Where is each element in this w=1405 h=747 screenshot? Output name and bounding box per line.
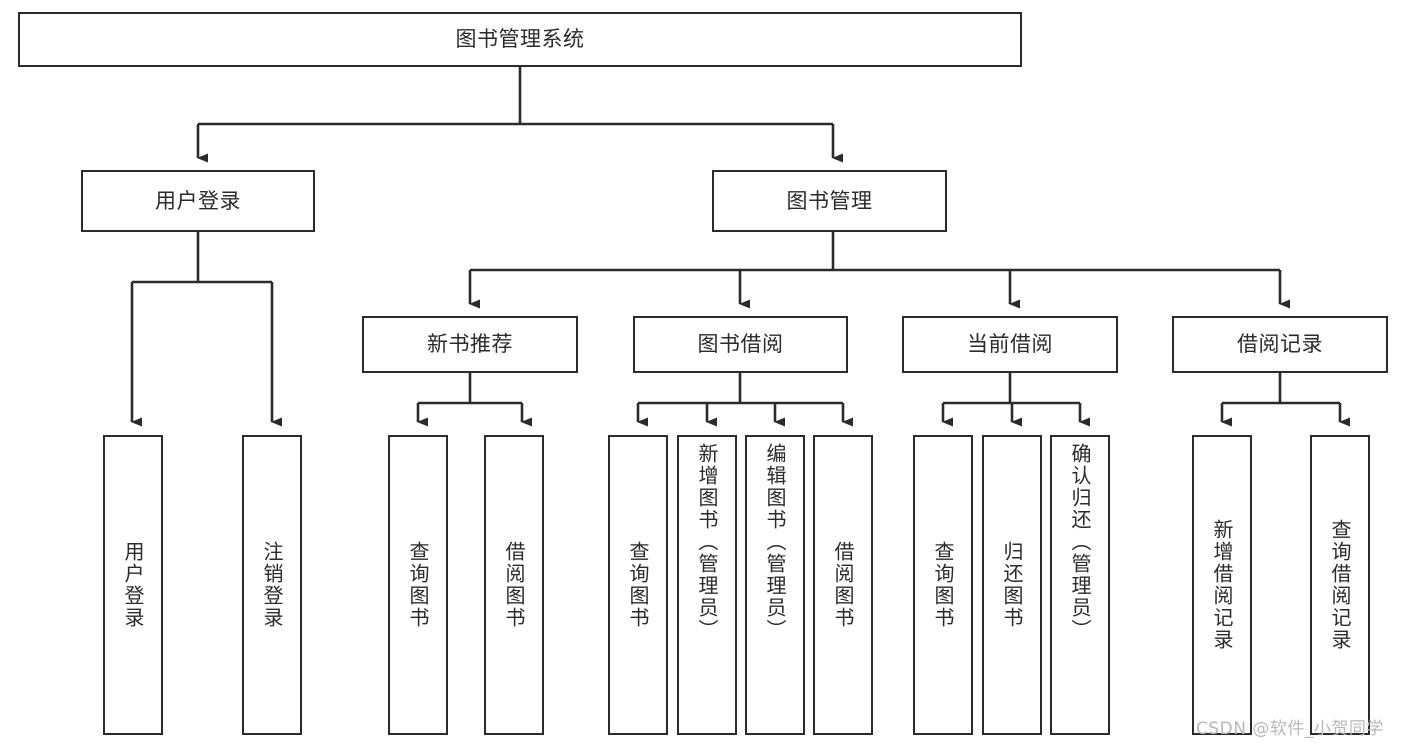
csdn-watermark: CSDN @软件_小贺同学 [1196,719,1384,739]
node-leaf-borrow-book-1[interactable]: 借阅图书 [484,435,544,735]
node-book-management-label: 图书管理 [786,188,873,213]
node-leaf-borrow-book-1-label: 借阅图书 [502,541,526,629]
node-leaf-user-login[interactable]: 用户登录 [103,435,163,735]
node-leaf-confirm-return[interactable]: 确认归还（管理员） [1050,435,1110,735]
node-book-management[interactable]: 图书管理 [712,170,947,232]
node-leaf-query-record-label: 查询借阅记录 [1328,519,1352,651]
node-user-login-label: 用户登录 [155,188,241,213]
node-leaf-logout-login-label: 注销登录 [260,541,284,629]
node-leaf-edit-book-label: 编辑图书（管理员） [763,443,787,641]
node-leaf-query-book-2-label: 查询图书 [626,541,650,629]
node-current-borrow[interactable]: 当前借阅 [902,316,1118,373]
node-leaf-add-record[interactable]: 新增借阅记录 [1192,435,1252,735]
node-borrow-record[interactable]: 借阅记录 [1172,316,1388,373]
node-leaf-return-book[interactable]: 归还图书 [982,435,1042,735]
node-root[interactable]: 图书管理系统 [18,12,1022,67]
node-leaf-query-book-2[interactable]: 查询图书 [608,435,668,735]
node-leaf-confirm-return-label: 确认归还（管理员） [1068,443,1092,641]
node-leaf-add-book-label: 新增图书（管理员） [695,443,719,641]
node-leaf-query-book-1-label: 查询图书 [406,541,430,629]
node-leaf-logout-login[interactable]: 注销登录 [242,435,302,735]
node-leaf-query-book-1[interactable]: 查询图书 [388,435,448,735]
node-book-borrow-label: 图书借阅 [697,332,784,357]
node-book-borrow[interactable]: 图书借阅 [633,316,848,373]
node-leaf-borrow-book-2[interactable]: 借阅图书 [813,435,873,735]
node-root-label: 图书管理系统 [455,27,585,52]
node-leaf-edit-book[interactable]: 编辑图书（管理员） [745,435,805,735]
node-leaf-return-book-label: 归还图书 [1000,541,1024,629]
node-leaf-query-book-3[interactable]: 查询图书 [913,435,973,735]
node-leaf-user-login-label: 用户登录 [121,541,145,629]
node-leaf-add-book[interactable]: 新增图书（管理员） [677,435,737,735]
node-current-borrow-label: 当前借阅 [967,332,1053,357]
node-user-login[interactable]: 用户登录 [81,170,315,232]
node-new-book-recommend-label: 新书推荐 [427,332,513,357]
node-leaf-add-record-label: 新增借阅记录 [1210,519,1234,651]
node-borrow-record-label: 借阅记录 [1237,332,1323,357]
node-leaf-borrow-book-2-label: 借阅图书 [831,541,855,629]
node-leaf-query-record[interactable]: 查询借阅记录 [1310,435,1370,735]
node-new-book-recommend[interactable]: 新书推荐 [362,316,578,373]
node-leaf-query-book-3-label: 查询图书 [931,541,955,629]
